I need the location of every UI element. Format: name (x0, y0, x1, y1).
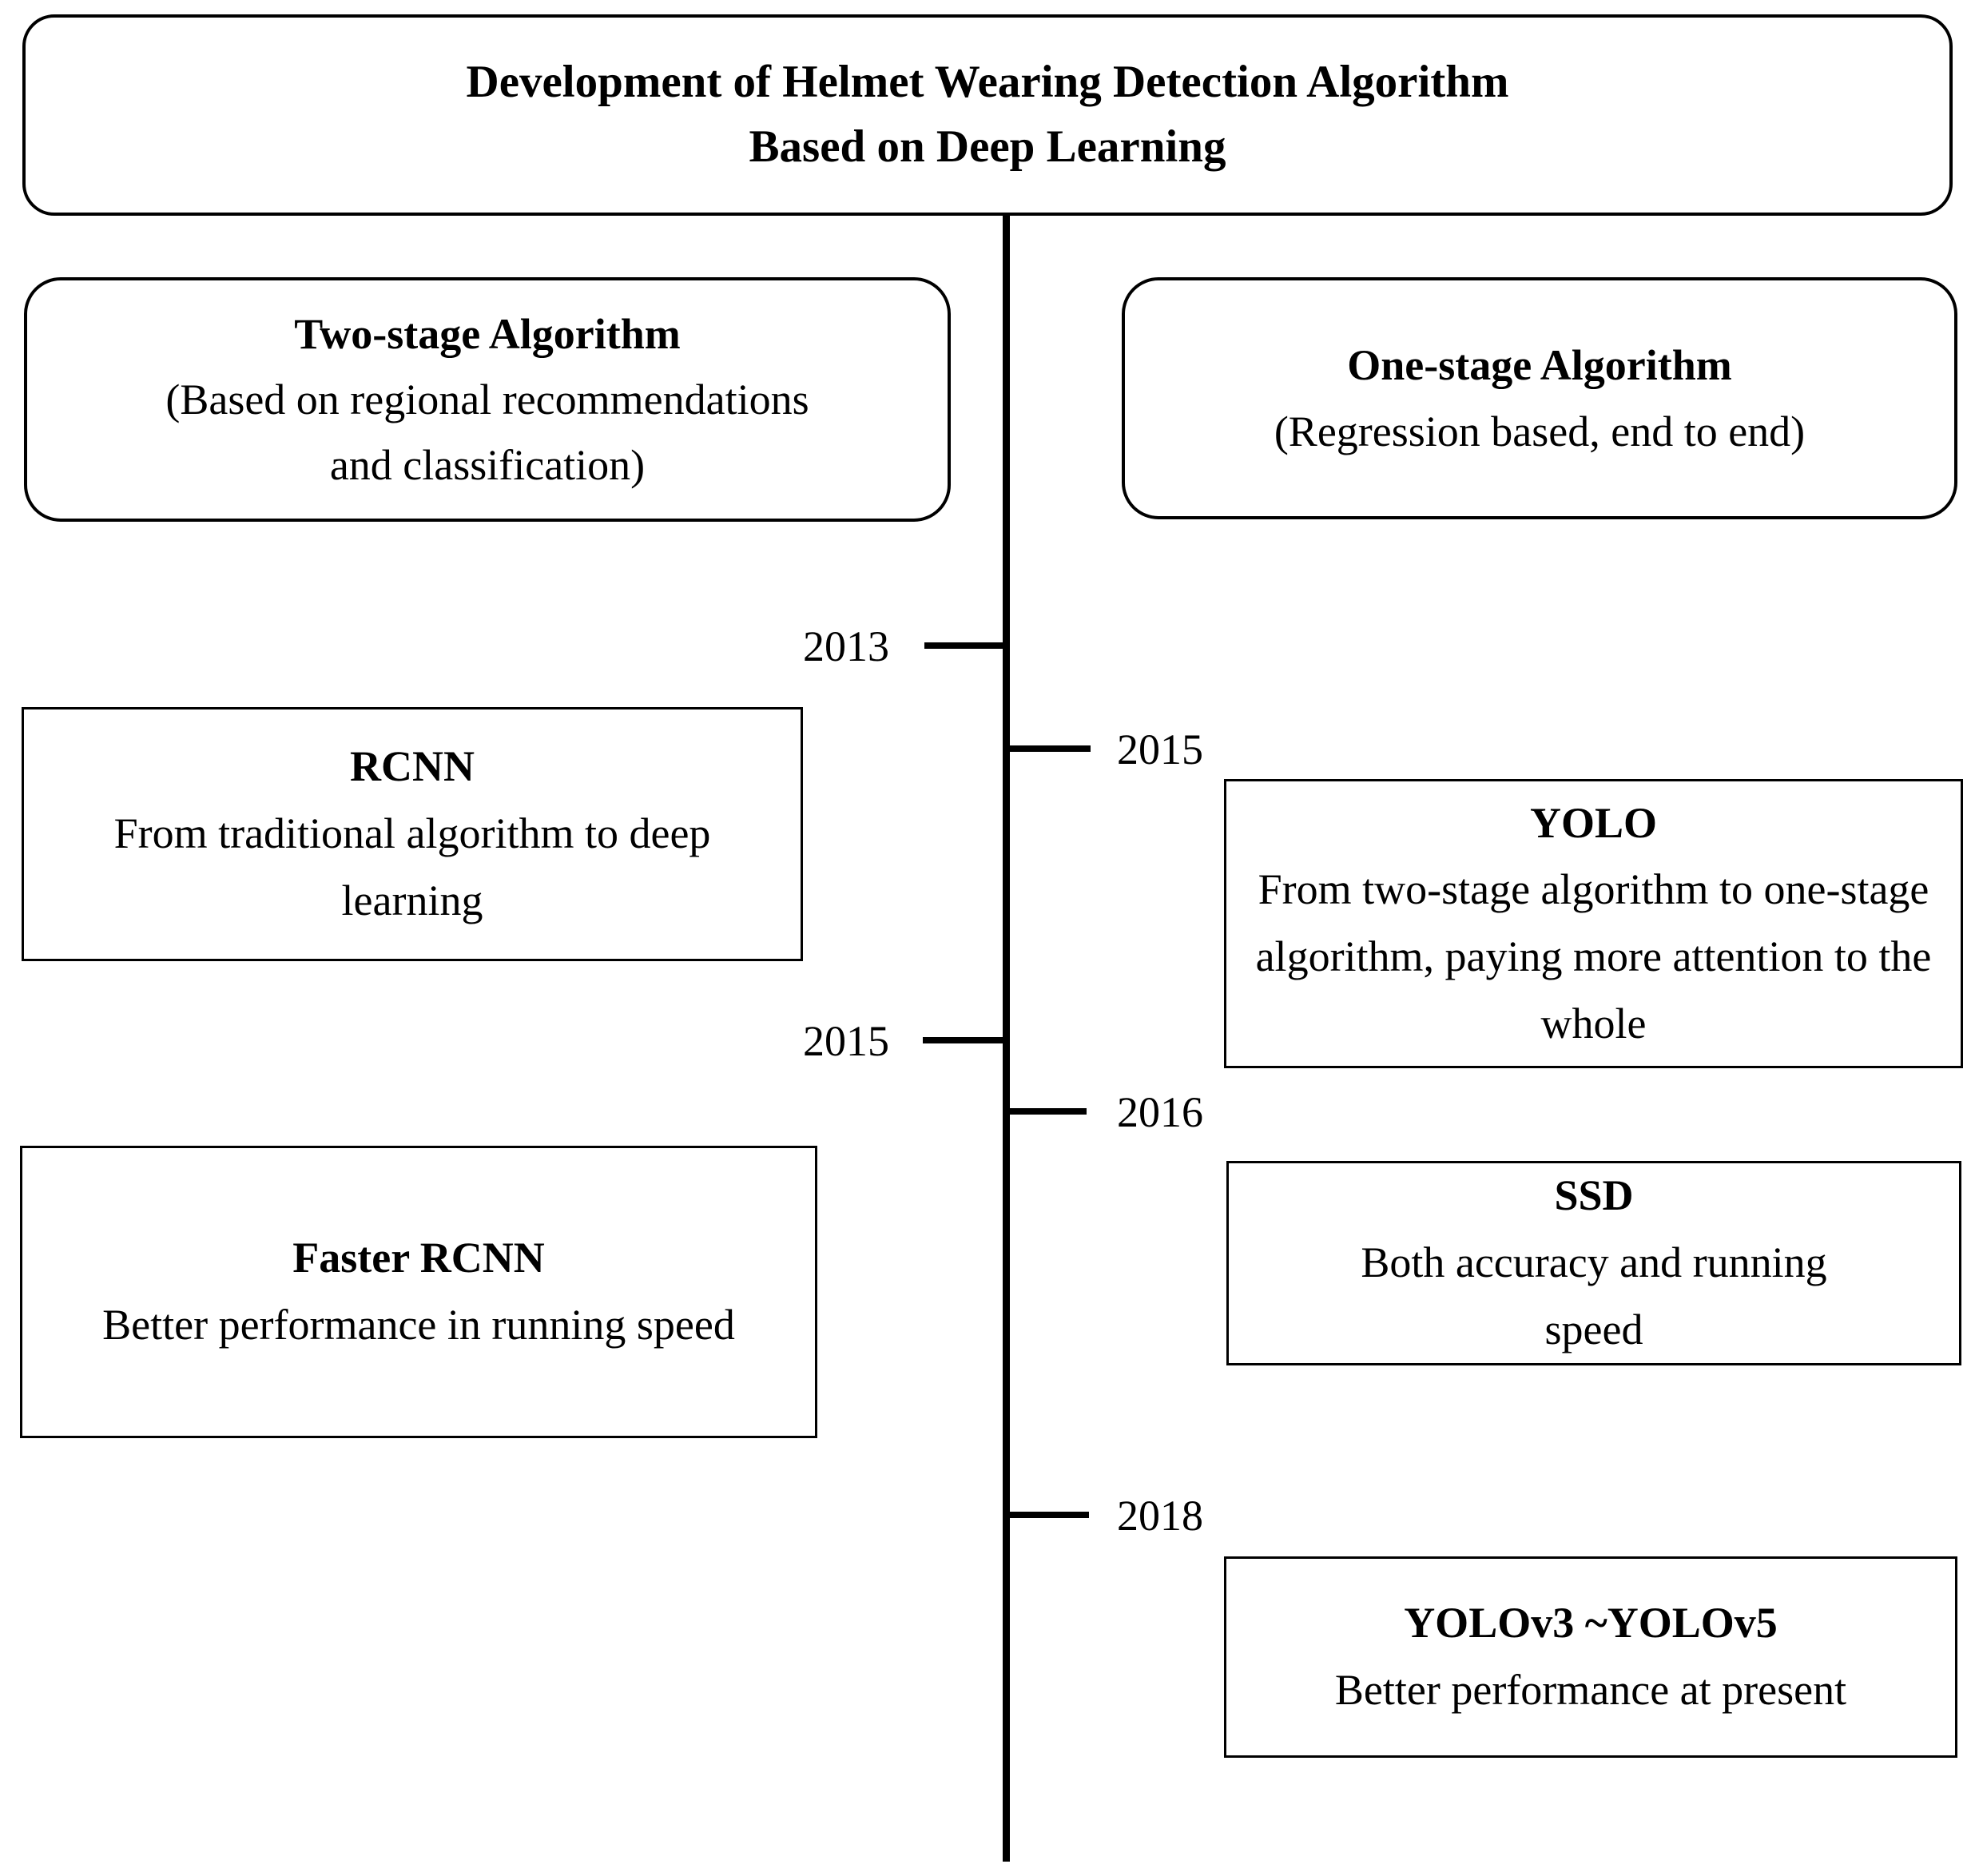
year-label-2013: 2013 (803, 622, 889, 670)
ssd-description: Both accuracy and running speed (1361, 1238, 1827, 1353)
yolo-node-box: YOLO From two-stage algorithm to one-sta… (1224, 779, 1963, 1068)
tick-2015-right (1010, 745, 1091, 752)
yolov3-yolov5-heading: YOLOv3 ~YOLOv5 (1404, 1599, 1778, 1647)
diagram-title-box: Development of Helmet Wearing Detection … (22, 14, 1953, 216)
diagram-title-line2: Based on Deep Learning (749, 121, 1226, 172)
rcnn-description: From traditional algorithm to deep learn… (113, 809, 711, 924)
rcnn-heading: RCNN (350, 742, 475, 791)
tick-2018 (1010, 1512, 1089, 1518)
faster-rcnn-description: Better performance in running speed (102, 1301, 735, 1349)
tick-2015-left (923, 1037, 1007, 1043)
one-stage-heading: One-stage Algorithm (1347, 341, 1732, 390)
one-stage-branch-box: One-stage Algorithm (Regression based, e… (1122, 277, 1957, 519)
year-label-2018: 2018 (1117, 1492, 1203, 1540)
ssd-node-box: SSD Both accuracy and running speed (1226, 1161, 1961, 1365)
one-stage-subtitle: (Regression based, end to end) (1274, 407, 1806, 455)
tick-2016 (1010, 1108, 1087, 1115)
yolo-heading: YOLO (1529, 798, 1658, 847)
ssd-heading: SSD (1554, 1171, 1634, 1220)
year-label-2015-right: 2015 (1117, 725, 1203, 773)
yolov3-yolov5-node-box: YOLOv3 ~YOLOv5 Better performance at pre… (1224, 1556, 1957, 1758)
yolo-description: From two-stage algorithm to one-stage al… (1255, 865, 1932, 1047)
yolov3-yolov5-description: Better performance at present (1334, 1666, 1847, 1714)
year-label-2015-left: 2015 (803, 1017, 889, 1065)
two-stage-branch-box: Two-stage Algorithm (Based on regional r… (24, 277, 951, 522)
two-stage-subtitle-line1: (Based on regional recommendations (165, 375, 809, 423)
diagram-title-line1: Development of Helmet Wearing Detection … (466, 57, 1509, 108)
two-stage-heading: Two-stage Algorithm (294, 309, 681, 358)
faster-rcnn-heading: Faster RCNN (292, 1234, 545, 1282)
faster-rcnn-node-box: Faster RCNN Better performance in runnin… (20, 1146, 817, 1438)
year-label-2016: 2016 (1117, 1088, 1203, 1136)
tick-2013 (924, 642, 1007, 649)
two-stage-subtitle-line2: and classification) (329, 441, 646, 490)
rcnn-node-box: RCNN From traditional algorithm to deep … (22, 707, 803, 961)
